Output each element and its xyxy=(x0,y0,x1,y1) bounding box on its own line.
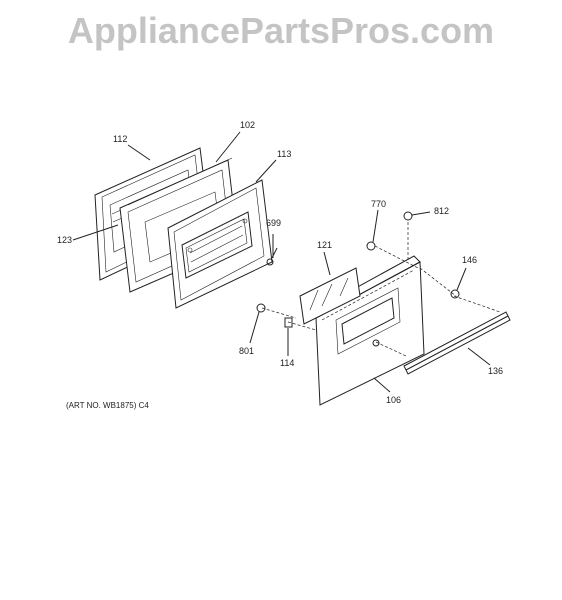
part-label-113: 113 xyxy=(277,149,291,159)
part-label-102: 102 xyxy=(240,120,255,130)
part-label-801: 801 xyxy=(239,346,254,356)
site-watermark: AppliancePartsPros.com xyxy=(67,10,495,51)
part-label-699: 699 xyxy=(266,218,281,228)
outer-door-106 xyxy=(311,255,425,406)
door-trim-136 xyxy=(403,311,511,375)
door-inner-liner-113 xyxy=(167,179,273,309)
screw-801 xyxy=(249,303,266,344)
part-label-112: 112 xyxy=(113,134,127,144)
part-label-812: 812 xyxy=(434,206,449,216)
part-label-146: 146 xyxy=(462,255,477,265)
part-label-114: 114 xyxy=(280,358,294,368)
screw-770 xyxy=(366,209,379,251)
door-glass-121 xyxy=(299,267,361,325)
hinge-clip-114 xyxy=(284,317,293,356)
part-label-136: 136 xyxy=(488,366,503,376)
bumper-146 xyxy=(450,267,467,299)
part-label-123: 123 xyxy=(57,235,72,245)
part-label-106: 106 xyxy=(386,395,401,405)
screw-699 xyxy=(266,234,278,266)
art-number-label: (ART NO. WB1875) C4 xyxy=(66,401,149,410)
part-label-770: 770 xyxy=(371,199,386,209)
part-label-121: 121 xyxy=(317,240,332,250)
screw-812 xyxy=(403,211,431,221)
